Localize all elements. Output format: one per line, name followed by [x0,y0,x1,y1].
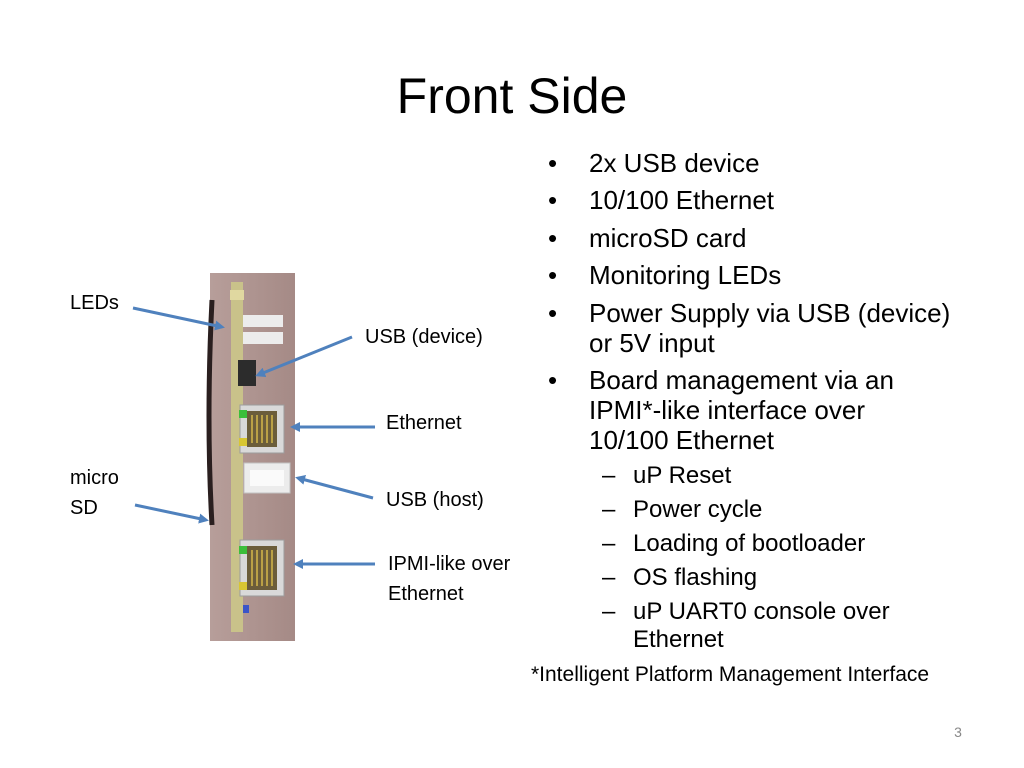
sub-bullet-dash: – [602,564,616,591]
bullet-text: 2x USB device [589,148,760,178]
label-usb-device: USB (device) [365,326,483,348]
bullet-text: Board management via an IPMI*-like inter… [589,365,894,455]
sub-bullet-text: uP Reset [633,462,732,489]
label-usb-host: USB (host) [386,489,484,511]
arrow-leds [132,306,225,331]
arrow-micro-sd [134,503,209,524]
label-ipmi: IPMI-like over Ethernet [388,553,511,605]
footnote: *Intelligent Platform Management Interfa… [531,663,930,686]
sub-bullet-text: Loading of bootloader [633,530,866,557]
board-photo [206,273,295,641]
sub-bullet-text: OS flashing [633,564,758,591]
bullet-dot: • [548,223,558,253]
label-micro-sd: micro SD [70,467,119,519]
label-leds: LEDs [70,292,119,314]
bullet-text: microSD card [589,223,747,253]
callout-arrows [132,306,375,569]
slide-title: Front Side [396,68,628,124]
bullet-dot: • [548,148,558,178]
bullet-dot: • [548,298,558,328]
bullet-dot: • [548,185,558,215]
sub-bullet-dash: – [602,462,616,489]
sub-bullet-dash: – [602,496,616,523]
page-number: 3 [954,724,962,740]
sub-bullet-dash: – [602,530,616,557]
sub-bullet-text: Power cycle [633,496,763,523]
bullet-text: Power Supply via USB (device) or 5V inpu… [589,298,951,358]
bullet-text: Monitoring LEDs [589,260,782,290]
sub-bullet-text: uP UART0 console over Ethernet [633,598,890,653]
bullet-dot: • [548,365,558,395]
bullet-text: 10/100 Ethernet [589,185,775,215]
sub-bullet-dash: – [602,598,616,625]
arrow-usb-host [295,474,374,500]
arrow-usb-device [255,335,353,378]
label-ethernet: Ethernet [386,412,462,434]
bullet-dot: • [548,260,558,290]
